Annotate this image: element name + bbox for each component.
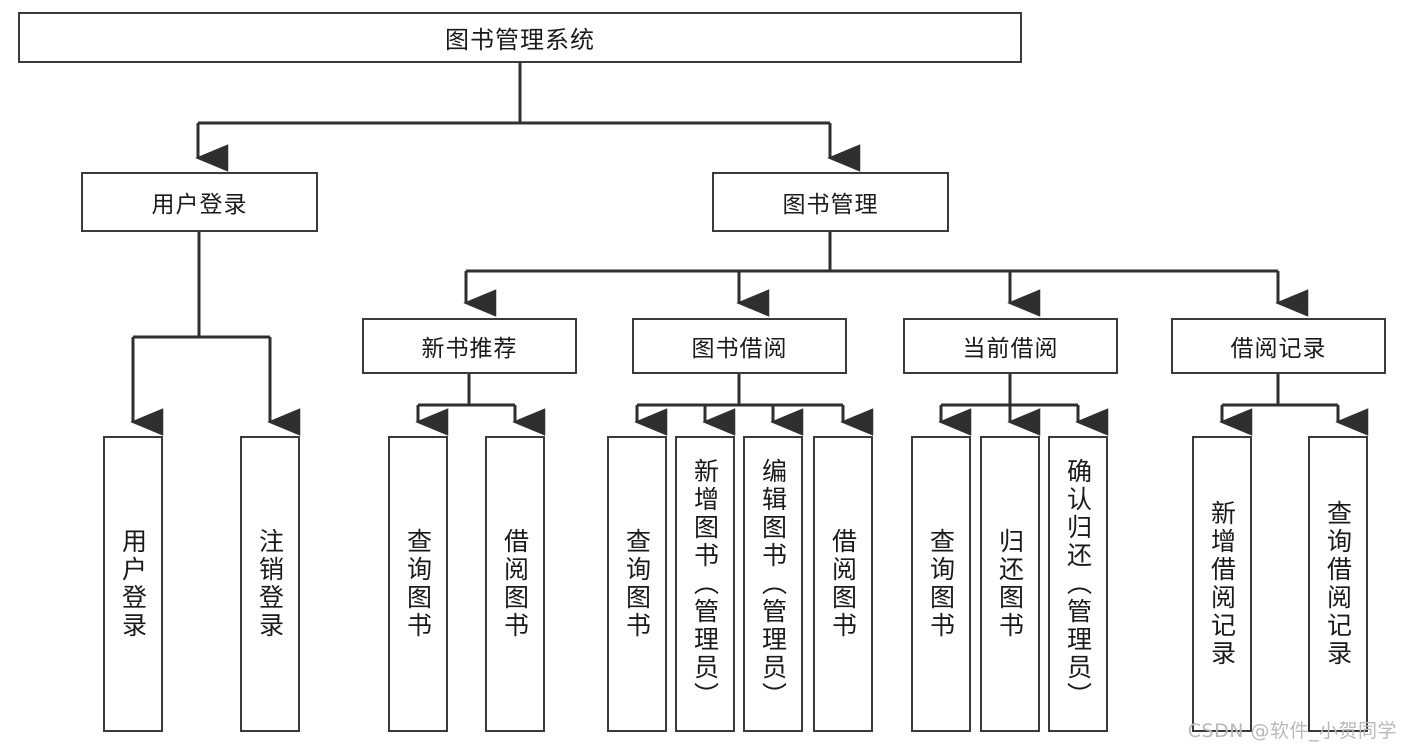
csdn-watermark: CSDN @软件_小贺同学 — [1187, 720, 1397, 742]
leaf-book-borrow-lend[interactable]: 借阅图书 — [813, 436, 873, 732]
leaf-borrow-record-add[interactable]: 新增借阅记录 — [1192, 436, 1252, 732]
node-user-login-label: 用户登录 — [151, 192, 248, 218]
node-user-login[interactable]: 用户登录 — [81, 172, 318, 232]
node-current-borrow-label: 当前借阅 — [962, 336, 1059, 362]
leaf-label: 注销登录 — [255, 528, 285, 640]
node-root-label: 图书管理系统 — [445, 26, 595, 54]
leaf-borrow-record-query[interactable]: 查询借阅记录 — [1308, 436, 1368, 732]
node-borrow-record-label: 借阅记录 — [1230, 336, 1327, 362]
leaf-user-login-signin[interactable]: 用户登录 — [103, 436, 163, 732]
node-current-borrow[interactable]: 当前借阅 — [903, 318, 1118, 374]
leaf-user-login-signout[interactable]: 注销登录 — [240, 436, 300, 732]
node-new-book-recommend[interactable]: 新书推荐 — [362, 318, 577, 374]
leaf-book-borrow-edit[interactable]: 编辑图书（管理员） — [743, 436, 803, 732]
leaf-book-borrow-add[interactable]: 新增图书（管理员） — [675, 436, 735, 732]
leaf-label: 借阅图书 — [828, 528, 858, 640]
leaf-label: 新增借阅记录 — [1207, 500, 1237, 668]
node-root[interactable]: 图书管理系统 — [18, 12, 1022, 63]
leaf-label: 用户登录 — [118, 528, 148, 640]
leaf-current-borrow-confirm-return[interactable]: 确认归还（管理员） — [1048, 436, 1108, 732]
node-book-borrow[interactable]: 图书借阅 — [632, 318, 847, 374]
leaf-label: 编辑图书（管理员） — [758, 458, 788, 710]
node-book-management-label: 图书管理 — [782, 192, 879, 218]
leaf-label: 查询图书 — [622, 528, 652, 640]
leaf-label: 查询借阅记录 — [1323, 500, 1353, 668]
leaf-label: 查询图书 — [926, 528, 956, 640]
leaf-label: 新增图书（管理员） — [690, 458, 720, 710]
leaf-current-borrow-return[interactable]: 归还图书 — [980, 436, 1040, 732]
leaf-current-borrow-query[interactable]: 查询图书 — [911, 436, 971, 732]
node-new-book-recommend-label: 新书推荐 — [421, 336, 518, 362]
leaf-label: 借阅图书 — [500, 528, 530, 640]
leaf-book-borrow-query[interactable]: 查询图书 — [607, 436, 667, 732]
node-book-management[interactable]: 图书管理 — [712, 172, 949, 232]
node-borrow-record[interactable]: 借阅记录 — [1171, 318, 1386, 374]
leaf-label: 查询图书 — [403, 528, 433, 640]
leaf-new-book-borrow[interactable]: 借阅图书 — [485, 436, 545, 732]
leaf-label: 归还图书 — [995, 528, 1025, 640]
leaf-new-book-query[interactable]: 查询图书 — [388, 436, 448, 732]
leaf-label: 确认归还（管理员） — [1063, 458, 1093, 710]
node-book-borrow-label: 图书借阅 — [691, 336, 788, 362]
